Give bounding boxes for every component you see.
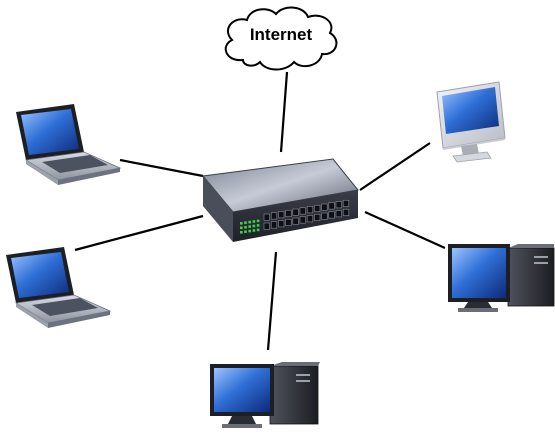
status-led bbox=[240, 231, 243, 234]
switch-port bbox=[321, 212, 328, 220]
link-laptop-bottom bbox=[74, 214, 204, 252]
status-led bbox=[244, 225, 247, 229]
switch-port bbox=[263, 222, 270, 230]
status-led bbox=[248, 229, 251, 233]
switch-port bbox=[278, 211, 285, 219]
switch-port bbox=[342, 199, 350, 207]
switch-port bbox=[321, 203, 328, 211]
switch-port bbox=[314, 213, 321, 221]
switch-port bbox=[335, 210, 342, 218]
switch-port bbox=[278, 220, 285, 228]
laptop-icon bbox=[6, 247, 112, 328]
switch-port bbox=[292, 217, 299, 225]
switch-port bbox=[285, 209, 292, 217]
switch-port bbox=[270, 212, 278, 220]
cloud-icon bbox=[224, 6, 338, 71]
switch-port bbox=[328, 202, 335, 210]
status-led bbox=[256, 219, 260, 223]
link-internet bbox=[279, 71, 289, 153]
internet-cloud: Internet bbox=[224, 6, 338, 71]
status-led bbox=[244, 221, 247, 224]
switch-port bbox=[306, 215, 314, 223]
desktop-computer-icon bbox=[448, 244, 555, 312]
laptop-top-left bbox=[16, 104, 122, 185]
status-led bbox=[252, 229, 256, 232]
switch-port bbox=[306, 206, 314, 214]
switch-port bbox=[292, 208, 299, 216]
network-switch-icon bbox=[202, 158, 359, 242]
switch-port bbox=[299, 216, 306, 224]
desktop-bottom-center bbox=[210, 362, 320, 428]
link-laptop-top bbox=[119, 158, 204, 178]
status-led bbox=[256, 228, 260, 232]
link-desktop-right bbox=[364, 210, 446, 250]
status-led bbox=[244, 230, 247, 233]
link-desktop-bottom bbox=[266, 251, 278, 351]
status-led bbox=[256, 224, 260, 227]
link-imac bbox=[359, 142, 431, 191]
all-in-one-monitor-icon bbox=[436, 81, 506, 163]
switch-port bbox=[285, 218, 292, 226]
network-switch bbox=[202, 158, 359, 242]
switch-ports bbox=[240, 199, 350, 234]
switch-port bbox=[335, 201, 342, 209]
internet-label: Internet bbox=[250, 25, 313, 44]
status-led bbox=[252, 224, 256, 228]
status-led bbox=[240, 226, 243, 230]
switch-port bbox=[270, 221, 278, 229]
switch-port bbox=[299, 207, 306, 215]
switch-port bbox=[263, 213, 270, 221]
switch-port bbox=[328, 211, 335, 219]
status-led bbox=[248, 225, 251, 228]
connection-lines bbox=[74, 71, 446, 351]
status-led bbox=[252, 220, 256, 223]
status-led bbox=[248, 220, 251, 224]
laptop-icon bbox=[16, 104, 122, 185]
laptop-bottom-left bbox=[6, 247, 112, 328]
switch-port bbox=[314, 204, 321, 212]
status-led bbox=[240, 222, 243, 225]
desktop-computer-icon bbox=[210, 362, 320, 428]
desktop-right bbox=[448, 244, 555, 312]
switch-port bbox=[342, 208, 350, 216]
imac-top-right bbox=[436, 81, 506, 163]
